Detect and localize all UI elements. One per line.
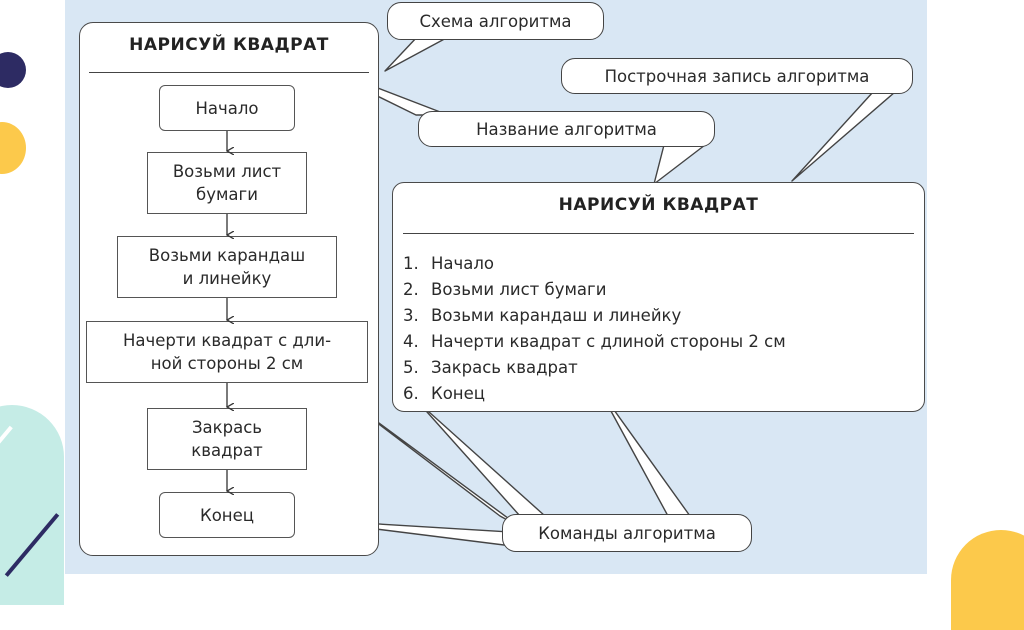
flowchart-arrows [0, 131, 1024, 574]
flowchart-title: НАРИСУЙ КВАДРАТ [129, 35, 329, 55]
callout-commands: Команды алгоритма [502, 514, 752, 552]
line-by-line-title-divider [403, 233, 914, 234]
flowchart-step-color-square: Закрась квадрат [147, 408, 307, 470]
flowchart-step-draw-square: Начерти квадрат с дли- ной стороны 2 см [86, 321, 368, 383]
list-item: 6.Конец [403, 384, 485, 403]
flowchart-step-end: Конец [159, 492, 295, 538]
line-by-line-frame: НАРИСУЙ КВАДРАТ 1.Начало 2.Возьми лист б… [392, 182, 925, 412]
flowchart-step-start: Начало [159, 85, 295, 131]
line-by-line-list: 1.Начало 2.Возьми лист бумаги 3.Возьми к… [403, 251, 786, 407]
list-item: 1.Начало [403, 254, 495, 273]
line-by-line-title: НАРИСУЙ КВАДРАТ [558, 195, 759, 215]
callout-algorithm-name: Название алгоритма [418, 111, 715, 147]
callout-scheme: Схема алгоритма [387, 2, 604, 40]
flowchart-title-divider [89, 72, 369, 73]
list-item: 5.Закрась квадрат [403, 358, 578, 377]
callout-line-record: Построчная запись алгоритма [561, 58, 913, 94]
list-item: 4.Начерти квадрат с длиной стороны 2 см [403, 332, 786, 351]
list-item: 2.Возьми лист бумаги [403, 280, 607, 299]
list-item: 3.Возьми карандаш и линейку [403, 306, 682, 325]
